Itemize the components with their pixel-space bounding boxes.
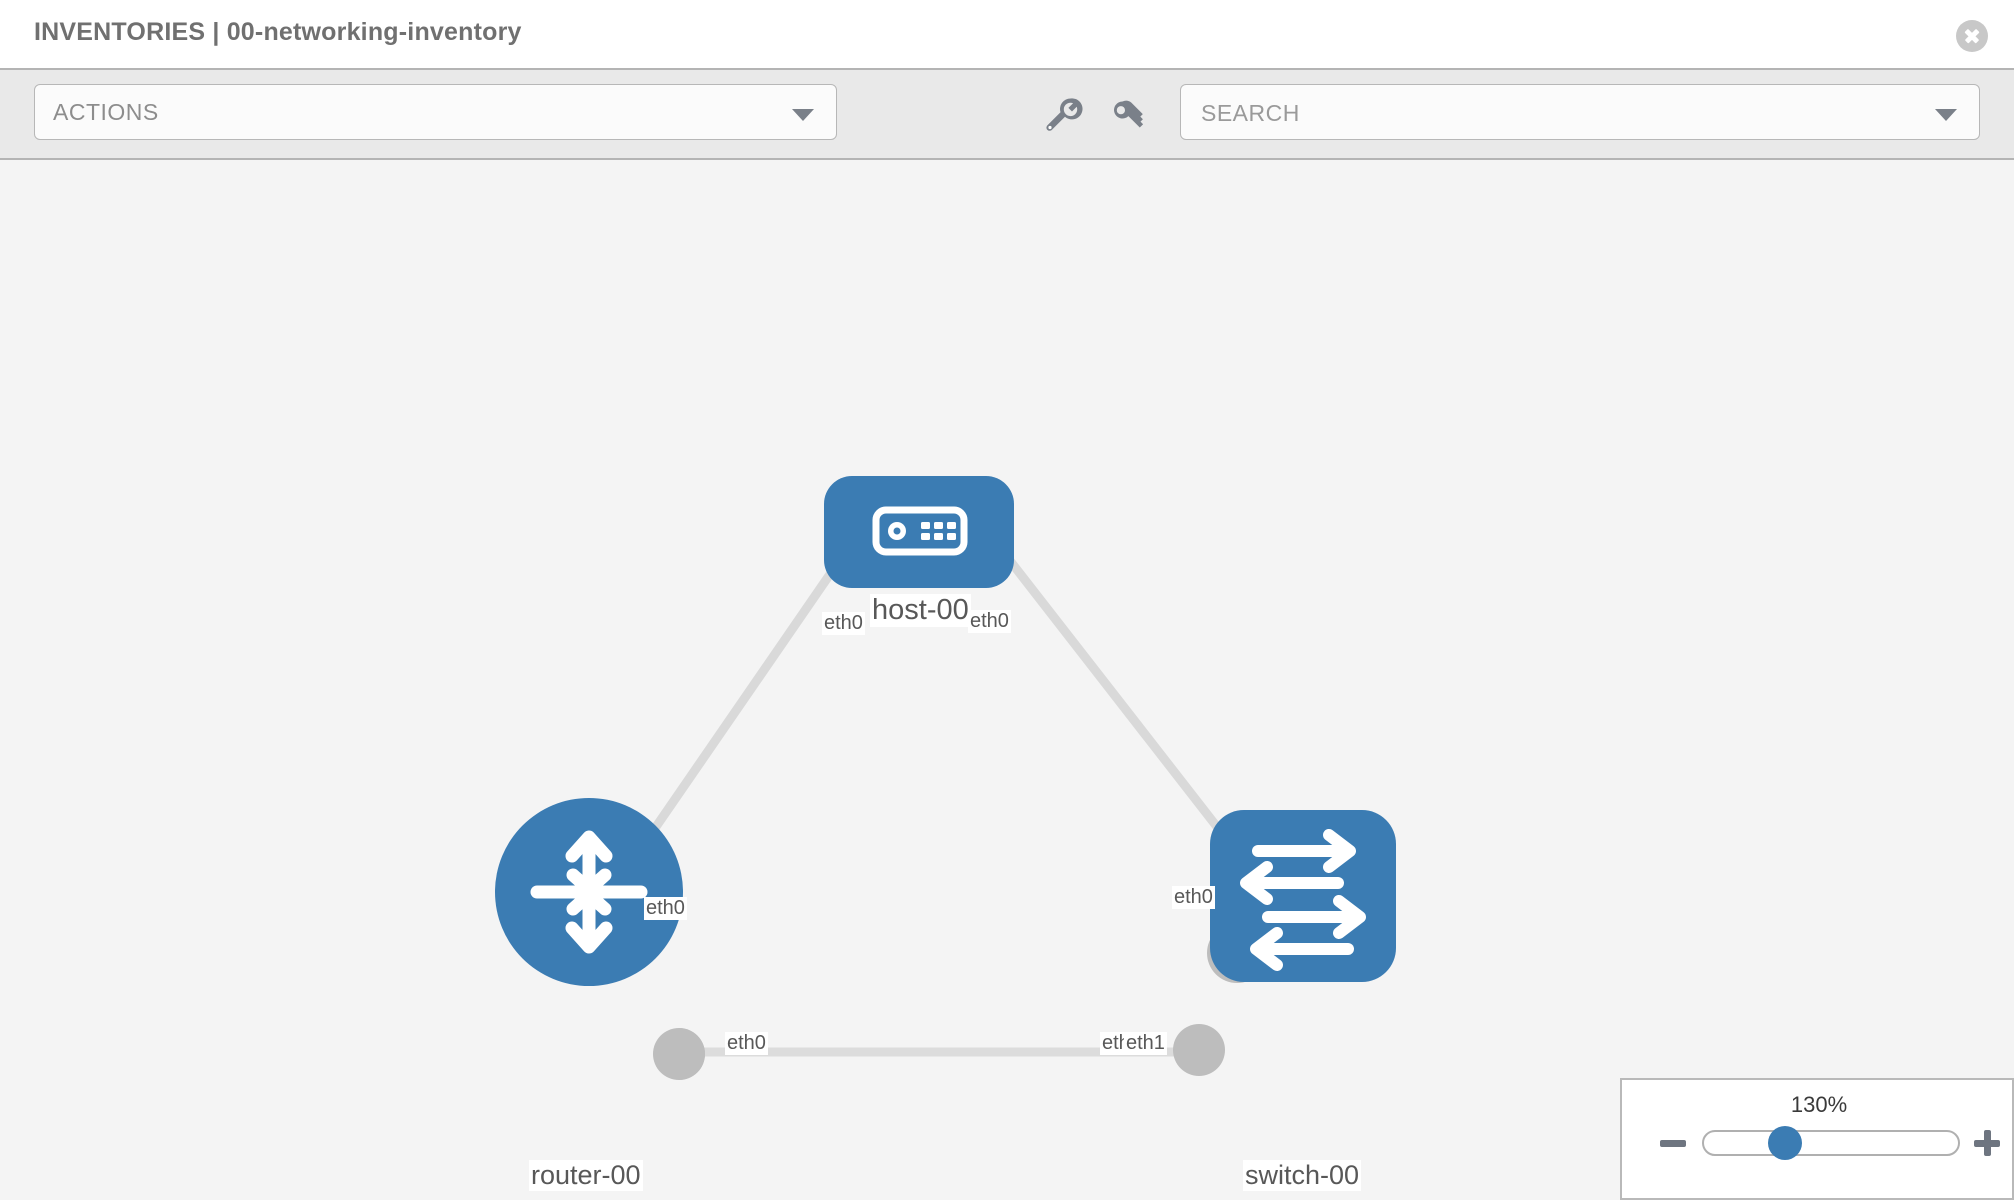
search-input[interactable] <box>1199 97 1903 129</box>
topology-canvas[interactable]: eth0 host-00 eth0 eth0 eth0 eth0 eth eth… <box>0 160 2014 1200</box>
node-label-host: host-00 <box>870 594 971 627</box>
search-field[interactable] <box>1180 84 1980 140</box>
search-chevron-down-icon[interactable] <box>1935 109 1957 121</box>
node-router-00[interactable] <box>495 798 683 986</box>
page-header: INVENTORIES | 00-networking-inventory <box>0 0 2014 68</box>
zoom-level-value: 130% <box>1790 1092 1848 1117</box>
topology-graph <box>495 476 1396 1080</box>
node-host-00[interactable] <box>824 476 1014 588</box>
node-switch-00[interactable] <box>1210 810 1396 982</box>
wrench-icon[interactable] <box>1039 92 1083 136</box>
key-icon[interactable] <box>1107 92 1151 136</box>
chevron-down-icon <box>792 109 814 121</box>
zoom-in-button[interactable] <box>1974 1130 2000 1156</box>
page-title: INVENTORIES | 00-networking-inventory <box>34 18 522 46</box>
iface-label-overlap: eth <box>1100 1032 1132 1055</box>
actions-dropdown-label: ACTIONS <box>53 99 159 125</box>
port-switch-left[interactable] <box>1173 1024 1225 1076</box>
iface-label: eth1 <box>1124 1032 1167 1055</box>
zoom-control-panel: 130% <box>1620 1078 2014 1200</box>
node-label-switch: switch-00 <box>1243 1160 1362 1191</box>
zoom-out-button[interactable] <box>1660 1140 1686 1147</box>
iface-label: eth0 <box>822 612 865 635</box>
zoom-slider-track[interactable] <box>1702 1130 1960 1156</box>
close-icon[interactable] <box>1956 20 1988 52</box>
iface-label: eth0 <box>644 897 687 920</box>
actions-dropdown[interactable]: ACTIONS <box>34 84 837 140</box>
port-router-right[interactable] <box>653 1028 705 1080</box>
iface-label: eth0 <box>725 1032 768 1055</box>
node-label-router: router-00 <box>529 1160 643 1191</box>
iface-label: eth0 <box>1172 886 1215 909</box>
iface-label: eth0 <box>968 610 1011 633</box>
zoom-slider-thumb[interactable] <box>1768 1126 1802 1160</box>
toolbar: ACTIONS <box>0 68 2014 160</box>
